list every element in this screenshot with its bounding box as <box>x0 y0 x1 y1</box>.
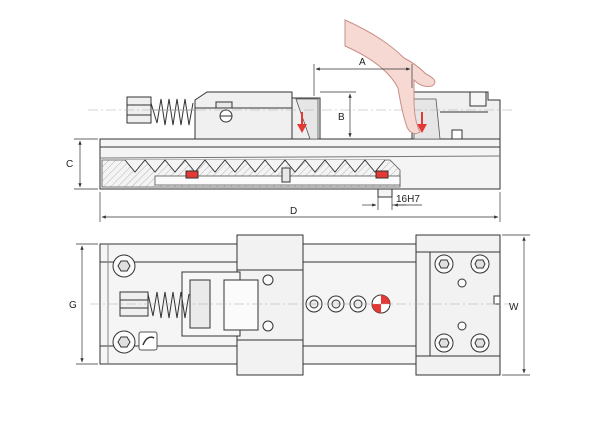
hex-bolt-icon <box>434 333 454 353</box>
brand-badge <box>138 331 158 351</box>
spring-icon <box>147 291 190 319</box>
base-teeth <box>124 159 386 173</box>
hex-bolt-icon <box>470 333 490 353</box>
hex-bolt-icon <box>470 254 490 274</box>
dim-label-c: C <box>66 159 73 170</box>
red-insert-left <box>185 170 199 179</box>
hex-bolt-icon <box>434 254 454 274</box>
dimension-lines-side <box>74 64 501 222</box>
dim-label-d: D <box>290 206 297 217</box>
top-view <box>90 234 512 376</box>
dim-label-a: A <box>359 57 366 68</box>
down-arrow-icon <box>297 112 307 133</box>
hex-bolt-icon <box>112 330 136 354</box>
side-view <box>88 91 512 198</box>
dimension-lines-top <box>76 234 530 376</box>
spring-icon <box>150 98 194 126</box>
dim-label-w: W <box>509 302 519 313</box>
dim-label-g: G <box>69 300 77 311</box>
red-insert-right <box>375 170 389 179</box>
hex-bolt-icon <box>112 254 136 278</box>
dim-label-b: B <box>338 112 345 123</box>
hand-icon <box>344 19 436 135</box>
down-arrow-icon <box>417 112 427 133</box>
dim-label-slot: 16H7 <box>396 194 420 205</box>
fixed-jaw-top <box>415 234 501 376</box>
